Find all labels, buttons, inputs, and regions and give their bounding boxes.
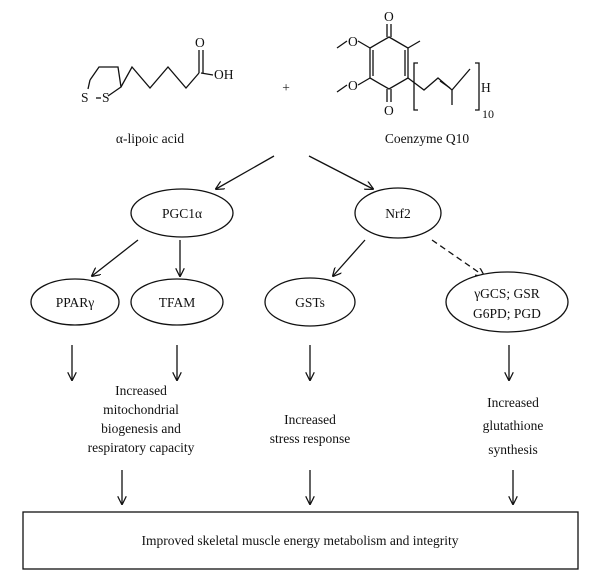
methoxy-oxygen-2: O (348, 78, 358, 93)
dashed-arrow-to-gcs (431, 239, 484, 276)
methyl-group (407, 40, 421, 49)
terminal-hydrogen: H (481, 80, 491, 95)
arrow-to-nrf2 (308, 155, 373, 189)
gsts-node (264, 277, 356, 327)
top-oxygen: O (384, 9, 394, 24)
gcs-label-line1: γGCS; GSR (473, 286, 540, 301)
lipoic-acid-structure: S S O OH (81, 35, 234, 105)
stress-outcome: Increased stress response (270, 412, 351, 446)
top-carbonyl (386, 24, 392, 37)
methoxy-group-1 (336, 40, 371, 49)
methoxy-oxygen-1: O (348, 34, 358, 49)
pentyl-chain (120, 65, 200, 89)
lipoic-acid-label: α-lipoic acid (116, 131, 184, 146)
gcs-label-line2: G6PD; PGD (473, 306, 541, 321)
hydroxyl-bond (200, 72, 214, 76)
gcs-node (445, 271, 569, 333)
left-bracket (413, 62, 418, 111)
tfam-label: TFAM (159, 295, 196, 310)
stress-outcome-line1: Increased (284, 412, 336, 427)
carbonyl-double-bond (198, 50, 204, 73)
gsts-label: GSTs (295, 295, 325, 310)
arrow-to-ppar (92, 239, 139, 276)
coenzyme-q10-structure: O O O O H 10 (336, 9, 494, 121)
glutathione-outcome: Increased glutathione synthesis (483, 395, 544, 457)
glut-outcome-line3: synthesis (488, 442, 538, 457)
plus-sign: + (282, 80, 290, 95)
mito-outcome-line4: respiratory capacity (88, 440, 195, 455)
arrow-to-pgc1a (216, 155, 275, 189)
ppar-node (30, 278, 120, 326)
pgc1a-label: PGC1α (162, 206, 202, 221)
glut-outcome-line2: glutathione (483, 418, 544, 433)
mito-outcome-line1: Increased (115, 383, 167, 398)
dithiolane-ring-carbons (89, 66, 122, 97)
ring-bond-s1 (87, 79, 91, 90)
right-bracket (475, 62, 480, 111)
nrf2-node (354, 187, 442, 239)
final-outcome-label: Improved skeletal muscle energy metaboli… (142, 533, 459, 548)
pgc1a-node (130, 188, 234, 238)
bottom-oxygen: O (384, 103, 394, 118)
isoprenoid-double-bond (439, 80, 451, 89)
quinone-ring (369, 36, 409, 90)
ppar-label: PPARγ (56, 295, 95, 310)
mito-outcome-line3: biogenesis and (101, 421, 181, 436)
repeat-count-subscript: 10 (482, 107, 494, 121)
glut-outcome-line1: Increased (487, 395, 539, 410)
arrow-to-gsts (333, 239, 366, 276)
sulfur-atom-1: S (81, 90, 89, 105)
tfam-node (130, 278, 224, 326)
final-outcome-box (22, 511, 579, 570)
hydroxyl-group: OH (214, 67, 234, 82)
methoxy-group-2 (336, 77, 371, 93)
bottom-carbonyl (386, 89, 392, 102)
mito-outcome-line2: mitochondrial (103, 402, 179, 417)
mito-outcome: Increased mitochondrial biogenesis and r… (88, 383, 195, 455)
stress-outcome-line2: stress response (270, 431, 351, 446)
isoprenoid-chain (407, 68, 471, 91)
carbonyl-oxygen: O (195, 35, 205, 50)
coenzyme-q10-label: Coenzyme Q10 (385, 131, 470, 146)
nrf2-label: Nrf2 (385, 206, 411, 221)
sulfur-atom-2: S (102, 90, 110, 105)
